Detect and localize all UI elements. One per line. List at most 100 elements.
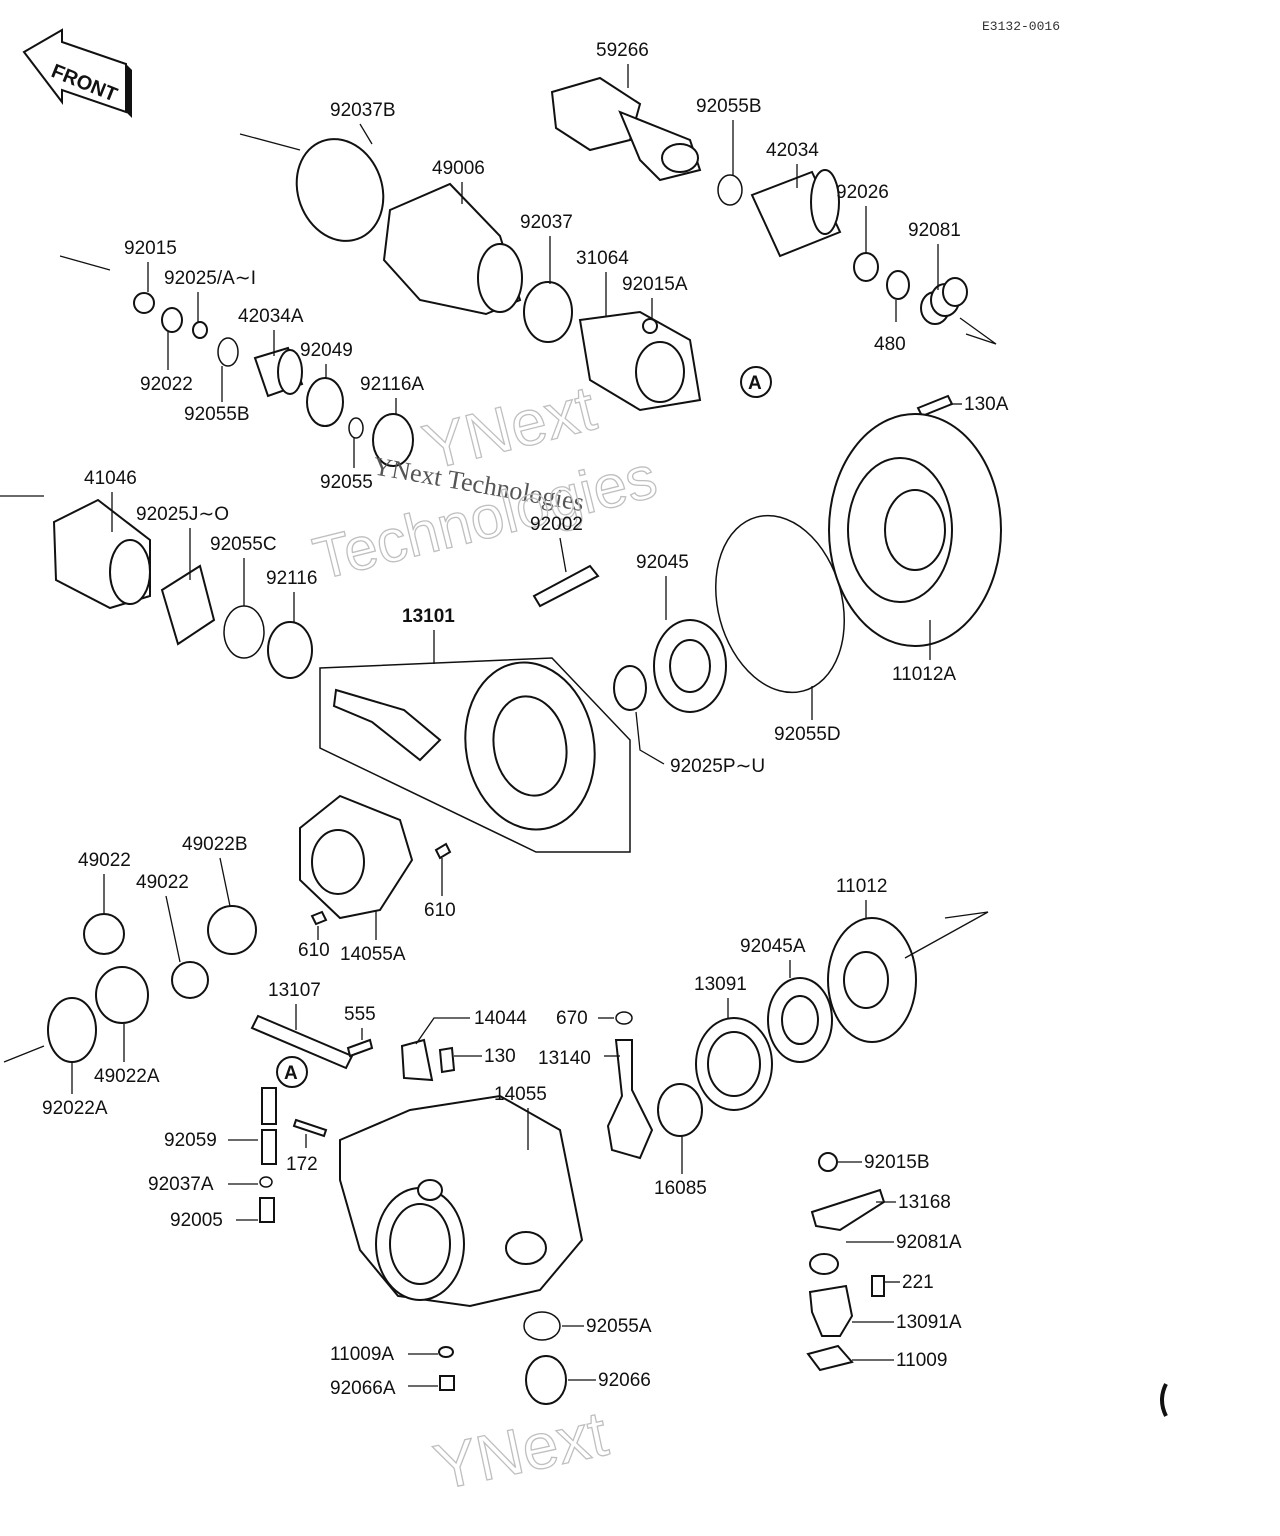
part-label-92059: 92059 (164, 1130, 258, 1151)
part-label-92025PU: 92025P∼U (635, 711, 765, 777)
part-number: 610 (424, 900, 456, 921)
clamp-92037 (523, 281, 573, 343)
shim-92025 (192, 321, 208, 339)
part-number: 92037A (148, 1174, 214, 1195)
part-label-13107: 13107 (268, 980, 321, 1030)
stud-172 (292, 1118, 328, 1138)
part-label-14055: 14055 (494, 1084, 547, 1150)
svg-text:A: A (284, 1063, 298, 1084)
diff-case-14055A (299, 794, 414, 920)
bearing-92045A (767, 977, 833, 1063)
gear-case-14055 (339, 1094, 584, 1308)
part-number: 92081 (908, 220, 961, 241)
gear-42034A (253, 346, 304, 398)
part-number: 11012 (836, 876, 887, 897)
o-ring-92055C (223, 605, 265, 659)
plug-92066 (525, 1355, 567, 1405)
leader-line (635, 711, 665, 765)
part-label-670: 670 (556, 1008, 614, 1029)
part-label-92015: 92015 (124, 238, 177, 292)
gasket-11009 (806, 1344, 854, 1372)
part-number: 92025/A∼I (164, 268, 256, 289)
bearing-92045 (653, 619, 727, 713)
part-number: 92059 (164, 1130, 217, 1151)
part-number: 670 (556, 1008, 588, 1029)
part-number: 92025P∼U (670, 756, 765, 777)
part-label-92055: 92055 (320, 438, 373, 493)
part-number: 31064 (576, 248, 629, 269)
nut-92015 (133, 292, 155, 314)
part-number: 92045 (636, 552, 689, 573)
part-label-555: 555 (344, 1004, 376, 1040)
part-number: 92015A (622, 274, 688, 295)
part-number: 92015B (864, 1152, 930, 1173)
part-label-92055B_top: 92055B (696, 96, 762, 176)
part-number: 130 (484, 1046, 516, 1067)
bearing-92116 (267, 621, 313, 679)
svg-text:A: A (748, 373, 762, 394)
part-number: 49022 (136, 872, 189, 893)
boot-49006 (382, 182, 523, 316)
part-number: 41046 (84, 468, 137, 489)
part-number: 49022 (78, 850, 131, 871)
part-label-14055A: 14055A (340, 910, 406, 965)
part-number: 92037B (330, 100, 396, 121)
side-gear-49022A (95, 966, 149, 1024)
washer-11009A (438, 1346, 454, 1358)
bolt-130A (916, 394, 954, 418)
leader-line (559, 537, 567, 573)
part-number: 92055B (184, 404, 250, 425)
part-labels: 5926692055B4203492037B490069202692081920… (42, 40, 1009, 1399)
bolt-221 (871, 1275, 885, 1297)
bracket-14044 (400, 1038, 434, 1082)
part-number: 130A (964, 394, 1009, 415)
part-label-92045A: 92045A (740, 936, 806, 978)
part-label-92037: 92037 (520, 212, 573, 284)
plug-92066A (439, 1375, 455, 1391)
part-label-13091A: 13091A (852, 1312, 962, 1333)
part-number: 49006 (432, 158, 485, 179)
cover-11012 (827, 917, 917, 1043)
cover-11012A (828, 413, 1002, 647)
part-number: 92055A (586, 1316, 652, 1337)
part-shapes (0, 76, 1002, 1405)
part-label-92037A: 92037A (148, 1174, 258, 1195)
part-number: 14055 (494, 1084, 547, 1105)
housing-31064 (578, 310, 702, 412)
svg-text:YNext: YNext (428, 1397, 614, 1504)
part-label-42034: 42034 (766, 140, 819, 188)
leader-line (219, 857, 231, 907)
part-number: 92066A (330, 1378, 396, 1399)
part-number: 92116A (360, 374, 424, 395)
part-label-92005: 92005 (170, 1210, 258, 1231)
part-label-92022A: 92022A (42, 1062, 108, 1119)
spring-92081 (920, 277, 968, 325)
part-number: 92049 (300, 340, 353, 361)
part-number: 92055 (320, 472, 373, 493)
part-number: 13091A (896, 1312, 962, 1333)
part-number: 16085 (654, 1178, 707, 1199)
part-label-92026: 92026 (836, 182, 889, 254)
ref-mark-A-right: A (740, 366, 772, 398)
part-number: 555 (344, 1004, 376, 1025)
part-label-42034A: 42034A (238, 306, 304, 356)
spring-92081A (809, 1253, 839, 1275)
part-number: 221 (902, 1272, 934, 1293)
part-label-13168: 13168 (876, 1192, 951, 1213)
sleeve-42034 (750, 169, 842, 258)
part-label-16085: 16085 (654, 1136, 707, 1199)
part-number: 92025J∼O (136, 504, 229, 525)
part-label-13140: 13140 (538, 1048, 620, 1069)
washer-92026 (853, 252, 879, 282)
part-label-92002: 92002 (530, 514, 583, 573)
pin-555 (346, 1038, 374, 1058)
part-label-92049: 92049 (300, 340, 353, 378)
part-number: 92066 (598, 1370, 651, 1391)
nut-92015A (642, 318, 658, 334)
part-number: 42034 (766, 140, 819, 161)
part-label-610_r: 610 (424, 858, 456, 921)
part-label-92025AI: 92025/A∼I (164, 268, 256, 322)
o-ring-92055B-top (717, 174, 743, 206)
part-label-59266: 59266 (596, 40, 649, 88)
